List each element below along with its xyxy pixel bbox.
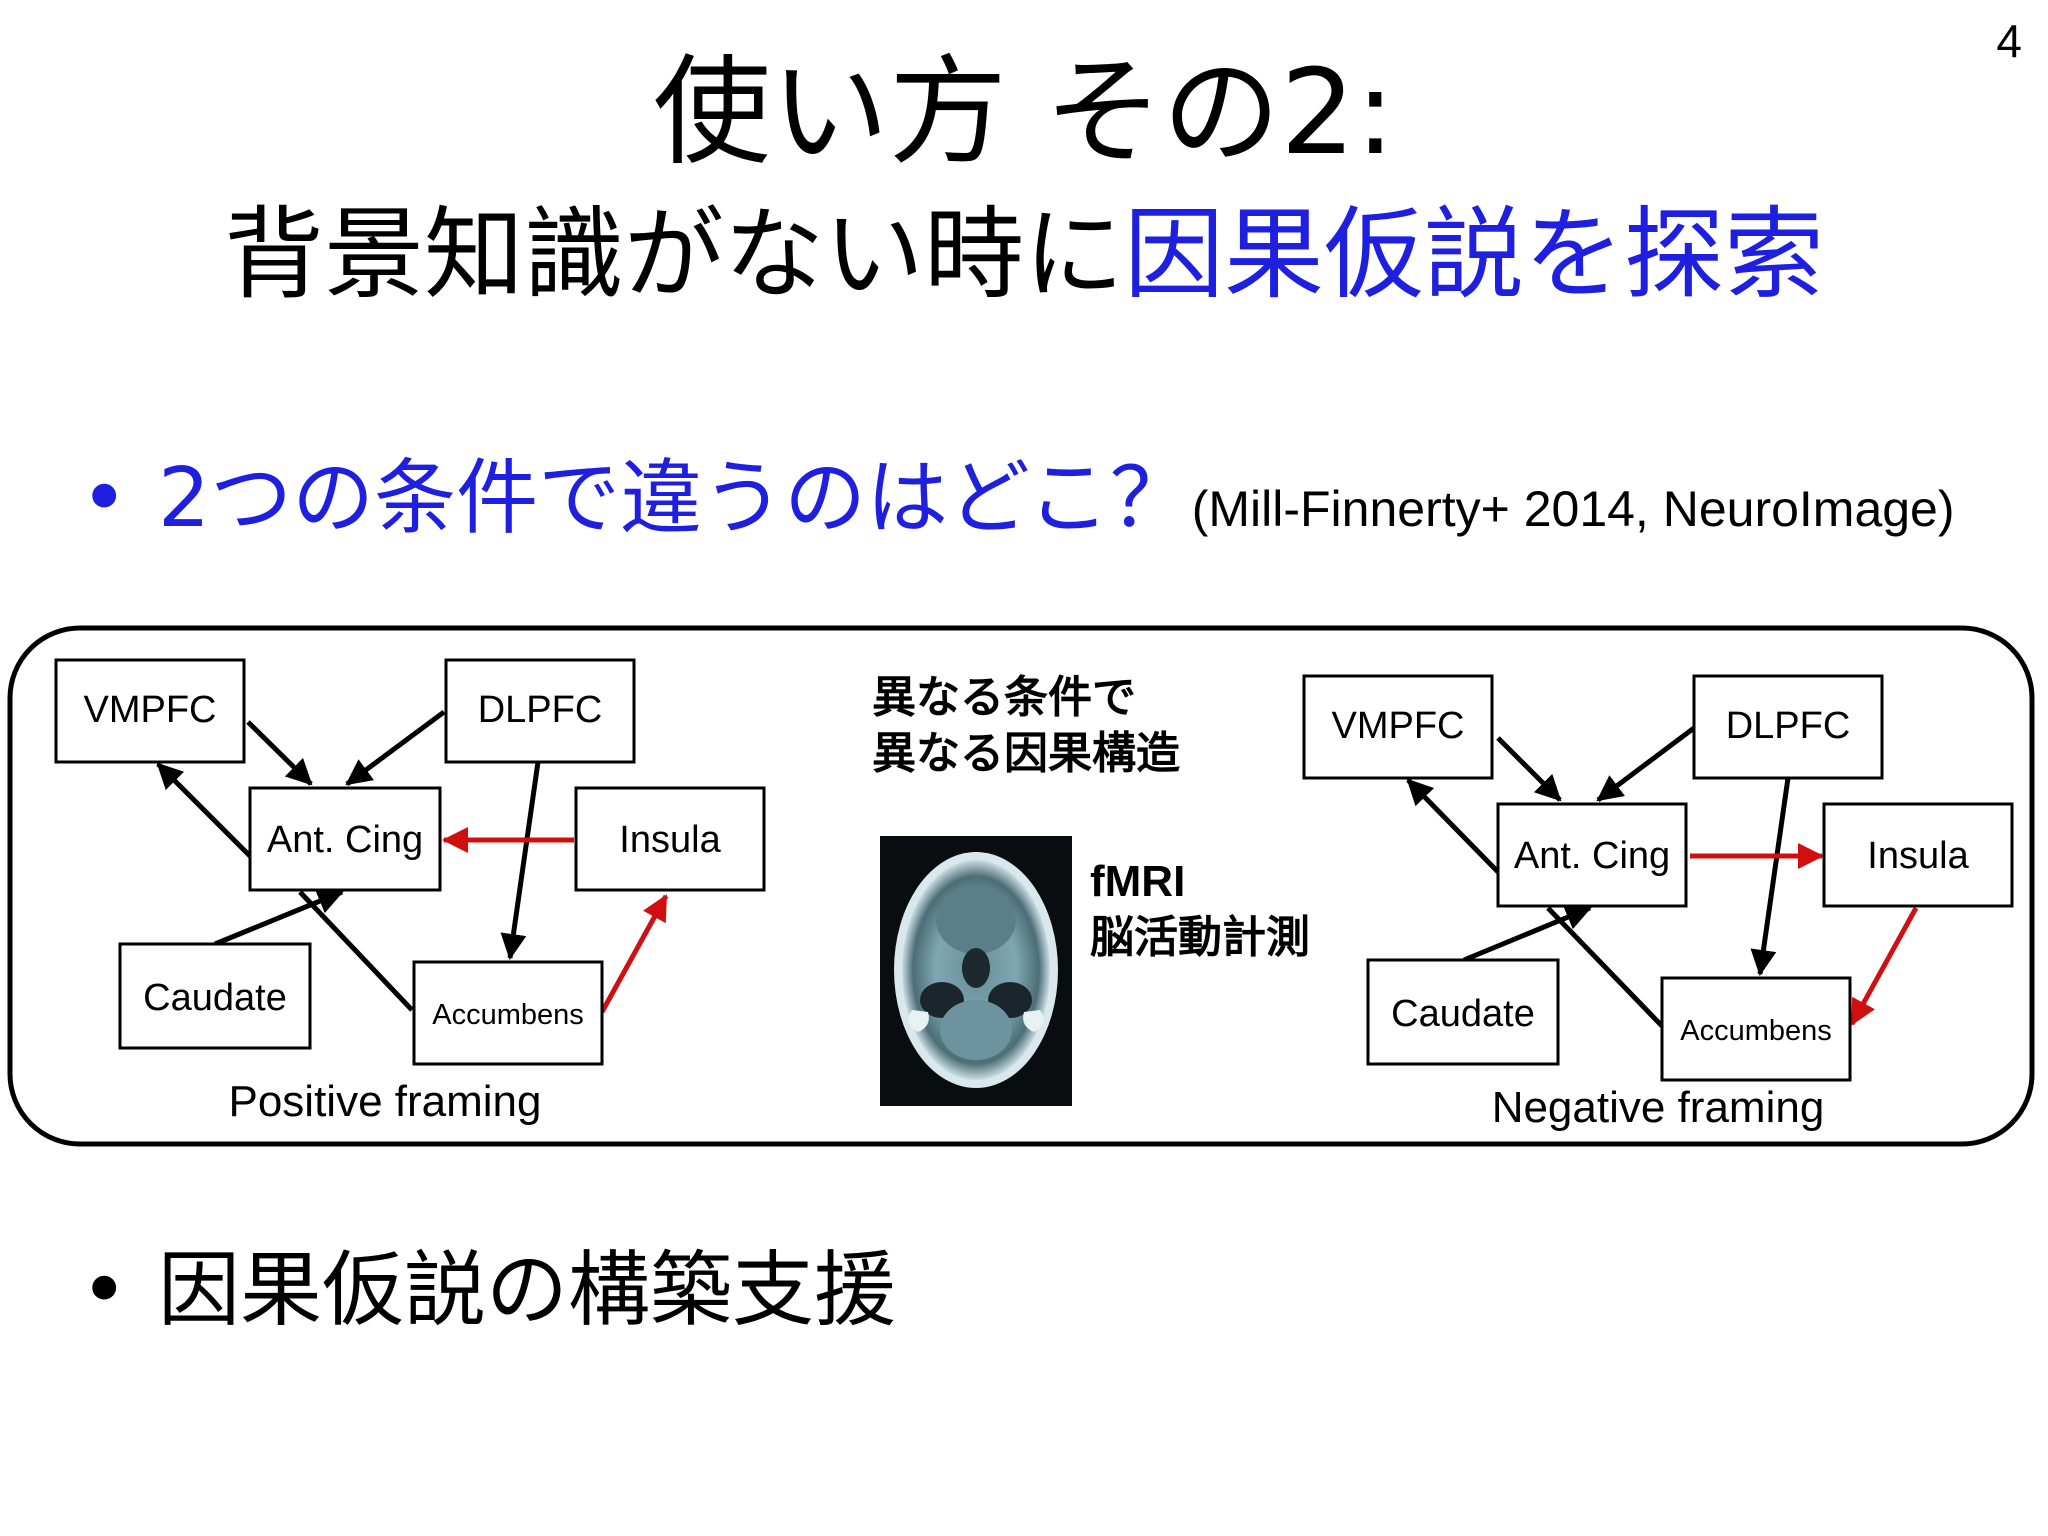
edge-dlpfc-antcing (345, 709, 446, 787)
right-panel-caption: Negative framing (1492, 1083, 1825, 1132)
center-text-line2: 異なる因果構造 (872, 728, 1180, 779)
node-accumbens-right: Accumbens (1660, 976, 1852, 1082)
edge-vmpfc-antcing-right (1496, 736, 1562, 802)
edge-antcing-accumbens (298, 890, 414, 1012)
node-dlpfc-right-label: DLPFC (1726, 705, 1851, 747)
node-accumbens-label: Accumbens (432, 999, 584, 1031)
slide-subtitle: 背景知識がない時に因果仮説を探索 (0, 200, 2048, 310)
bullet-text: 因果仮説の構築支援 (158, 1243, 897, 1338)
node-dlpfc-label: DLPFC (478, 689, 603, 731)
edge-dlpfc-accumbens (500, 761, 541, 960)
edge-accumbens-insula (599, 894, 669, 1014)
node-antcing-label: Ant. Cing (267, 819, 423, 861)
node-caudate-label: Caudate (143, 977, 287, 1019)
fmri-label: fMRI (1090, 857, 1185, 906)
bullet-text: 2つの条件で違うのはどこ？ (158, 451, 1192, 546)
node-antcing-right-label: Ant. Cing (1514, 835, 1670, 877)
edge-dlpfc-accumbens-right (1750, 777, 1791, 976)
edge-caudate-antcing-right (1463, 905, 1592, 963)
center-explanation: 異なる条件で 異なる因果構造 fMRI 脳活動計測 (872, 672, 1310, 1106)
edge-vmpfc-antcing (246, 720, 313, 786)
edge-dlpfc-antcing-right (1596, 726, 1696, 802)
node-insula-label: Insula (619, 819, 721, 861)
slide-title: 使い方 その2: (652, 43, 1396, 181)
bullet-item-1: •2つの条件で違うのはどこ？(Mill-Finnerty+ 2014, Neur… (80, 458, 1955, 540)
node-antcing-right: Ant. Cing (1496, 802, 1688, 908)
node-caudate-right-label: Caudate (1391, 993, 1535, 1035)
fmri-caption: 脳活動計測 (1090, 912, 1310, 963)
node-accumbens: Accumbens (412, 960, 604, 1066)
figure-frame (7, 625, 2035, 1147)
edge-antcing-vmpfc (156, 762, 254, 860)
edge-caudate-antcing (214, 889, 344, 947)
node-vmpfc: VMPFC (54, 658, 246, 764)
node-caudate-right: Caudate (1366, 958, 1560, 1066)
subtitle-black-part: 背景知識がない時に (224, 196, 1124, 313)
node-dlpfc-right: DLPFC (1692, 674, 1884, 780)
node-vmpfc-right: VMPFC (1302, 674, 1494, 780)
center-text-line1: 異なる条件で (872, 672, 1136, 723)
node-vmpfc-label: VMPFC (84, 689, 217, 731)
left-causal-graph: VMPFC DLPFC Ant. Cing Insula Caudate Acc… (54, 658, 766, 1126)
node-accumbens-right-label: Accumbens (1680, 1015, 1832, 1047)
edge-insula-accumbens-right (1849, 906, 1919, 1026)
edge-antcing-vmpfc-right (1406, 778, 1502, 876)
brain-scan-image (880, 836, 1072, 1106)
right-causal-graph: VMPFC DLPFC Ant. Cing Insula Caudate Acc… (1302, 674, 2014, 1132)
citation: (Mill-Finnerty+ 2014, NeuroImage) (1191, 481, 1955, 537)
page-number: 4 (1996, 15, 2022, 67)
bullet-marker: • (80, 451, 129, 546)
bullet-item-2: •因果仮説の構築支援 (80, 1250, 896, 1332)
bullet-marker: • (80, 1243, 129, 1338)
node-insula-right: Insula (1822, 802, 2014, 908)
node-antcing: Ant. Cing (248, 786, 442, 892)
node-dlpfc: DLPFC (444, 658, 636, 764)
node-vmpfc-right-label: VMPFC (1332, 705, 1465, 747)
node-insula-right-label: Insula (1867, 835, 1969, 877)
node-caudate: Caudate (118, 942, 312, 1050)
edge-antcing-accumbens-right (1546, 906, 1664, 1028)
subtitle-blue-part: 因果仮説を探索 (1124, 196, 1824, 313)
left-panel-caption: Positive framing (228, 1077, 541, 1126)
node-insula: Insula (574, 786, 766, 892)
